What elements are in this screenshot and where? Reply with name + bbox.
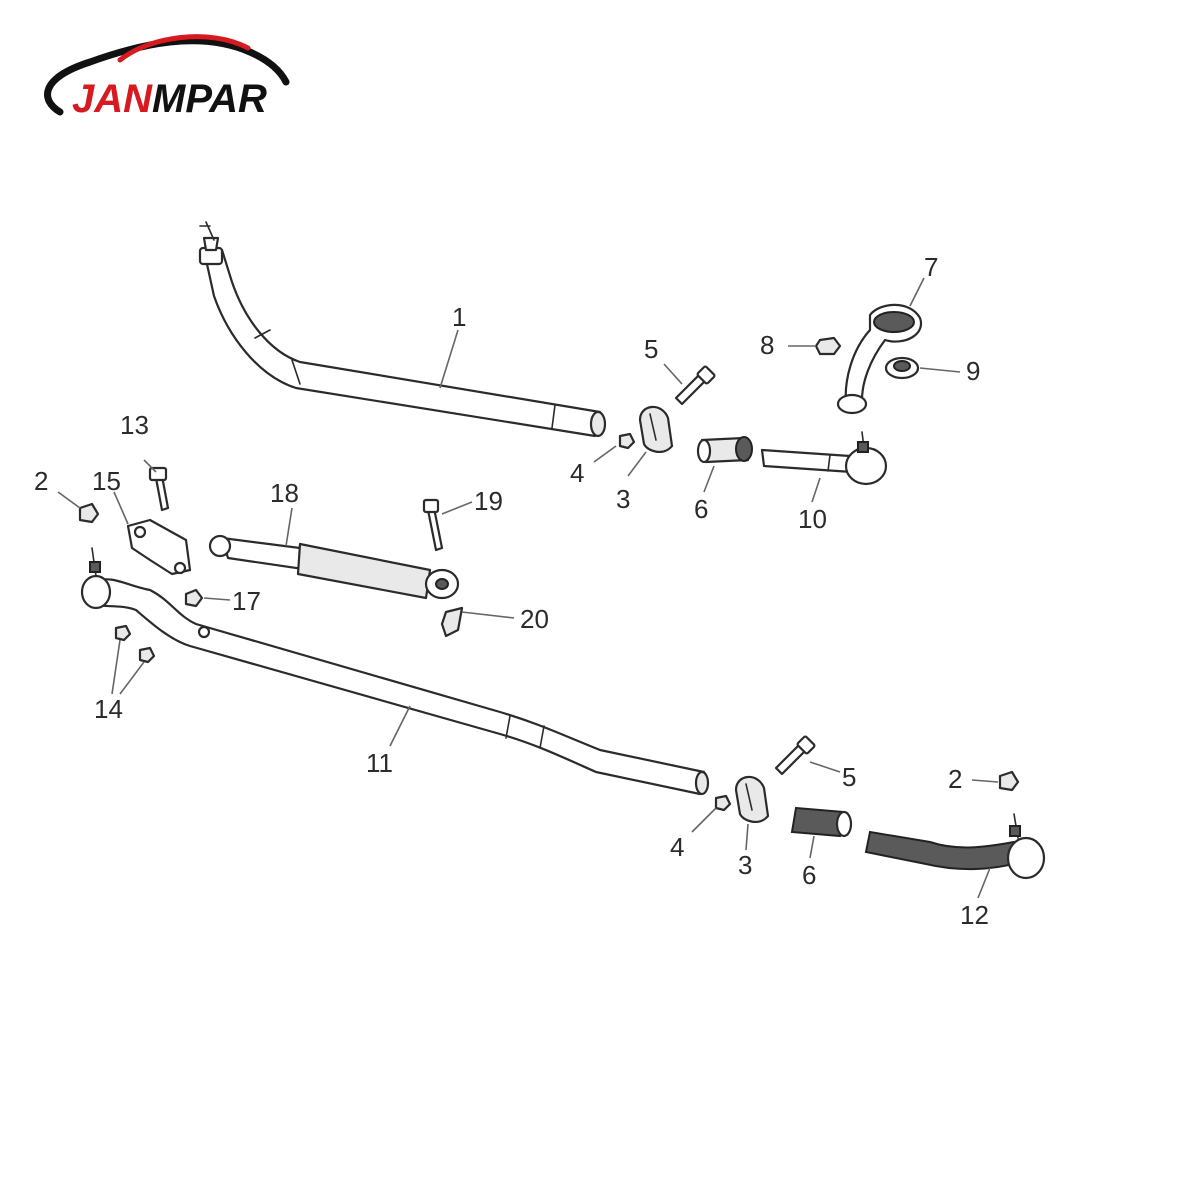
- callout-10: 10: [798, 504, 827, 534]
- part-8-nut: [814, 336, 842, 356]
- callout-14: 14: [94, 694, 123, 724]
- part-3-clamp-top: [638, 405, 674, 453]
- part-5-bolt-top: [674, 365, 716, 406]
- part-1-drag-link: [198, 221, 607, 438]
- part-3-clamp-bottom: [734, 775, 770, 823]
- part-6-adjusting-sleeve-bottom: [790, 806, 853, 838]
- callout-18: 18: [270, 478, 299, 508]
- callout-11: 11: [366, 748, 393, 778]
- callout-20: 20: [520, 604, 549, 634]
- callout-5-top: 5: [644, 334, 658, 364]
- callout-6-bottom: 6: [802, 860, 816, 890]
- callout-labels: 1 5 8 7 9 4 3 6 10 13 2 15 18 19 17 20 1…: [34, 252, 989, 930]
- callout-9: 9: [966, 356, 980, 386]
- callout-7: 7: [924, 252, 938, 282]
- logo-car-roof-icon: [117, 34, 251, 63]
- part-11-tie-rod: [80, 547, 710, 796]
- part-14-nuts: [114, 624, 156, 664]
- logo-text-mpar: MPAR: [152, 77, 267, 121]
- callout-15: 15: [92, 466, 121, 496]
- callout-5-bottom: 5: [842, 762, 856, 792]
- part-5-bolt-bottom: [774, 735, 816, 776]
- logo-text-jan: JAN: [72, 77, 153, 121]
- callout-2-right: 2: [948, 764, 962, 794]
- callout-3-bottom: 3: [738, 850, 752, 880]
- part-20-clip: [440, 606, 464, 638]
- part-12-tie-rod-end: [864, 813, 1046, 880]
- callout-8: 8: [760, 330, 774, 360]
- callout-13: 13: [120, 410, 149, 440]
- part-10-tie-rod-end: [760, 431, 888, 486]
- part-15-bracket: [126, 518, 192, 576]
- svg-text:JANMPAR: JANMPAR: [72, 77, 267, 121]
- part-18-steering-damper: [208, 534, 460, 600]
- part-17-nut: [184, 588, 204, 608]
- callout-4-top: 4: [570, 458, 584, 488]
- part-19-bolt: [422, 498, 444, 552]
- part-9-washer: [884, 356, 920, 380]
- leader-lines: [57, 277, 999, 899]
- part-4-nut-bottom: [714, 794, 732, 812]
- part-6-adjusting-sleeve-top: [696, 436, 753, 464]
- callout-1: 1: [452, 302, 466, 332]
- callout-6-top: 6: [694, 494, 708, 524]
- callout-3-top: 3: [616, 484, 630, 514]
- callout-19: 19: [474, 486, 503, 516]
- callout-12: 12: [960, 900, 989, 930]
- callout-2-left: 2: [34, 466, 48, 496]
- part-7-pitman-arm: [836, 303, 923, 415]
- part-13-bolt: [148, 466, 170, 512]
- part-4-nut-top: [618, 432, 636, 450]
- callout-4-bottom: 4: [670, 832, 684, 862]
- part-2-nut-right: [998, 770, 1020, 792]
- part-2-nut-left: [78, 502, 100, 524]
- janmpar-logo: JANMPAR: [44, 34, 290, 121]
- callout-17: 17: [232, 586, 261, 616]
